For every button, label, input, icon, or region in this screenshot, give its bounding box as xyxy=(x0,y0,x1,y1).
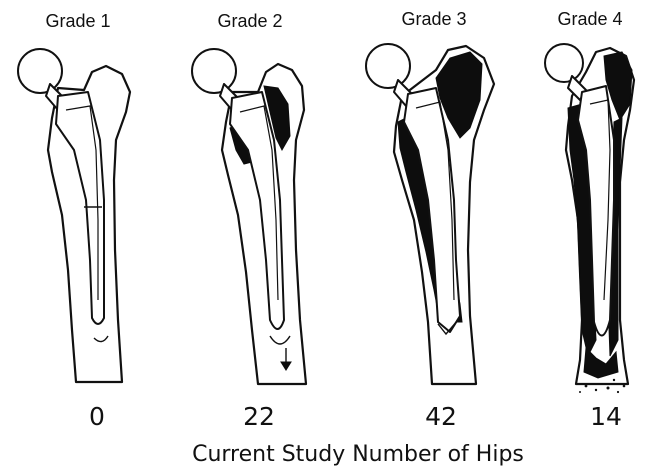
grade-2-title: Grade 2 xyxy=(217,11,282,31)
grade-3-femur-drawing xyxy=(366,44,494,384)
grade-3-hip-count: 42 xyxy=(425,402,457,431)
footer-caption: Current Study Number of Hips xyxy=(192,442,524,467)
grade-1-title: Grade 1 xyxy=(45,11,110,31)
grade-4-title: Grade 4 xyxy=(557,9,622,29)
grade-3-title: Grade 3 xyxy=(401,9,466,29)
grade-1-femur-drawing xyxy=(18,49,130,382)
grade-4-hip-count: 14 xyxy=(590,402,622,431)
grade-1-hip-count: 0 xyxy=(89,402,105,431)
grade-2-hip-count: 22 xyxy=(243,402,275,431)
grade-4-femur-drawing xyxy=(545,44,634,393)
grade-2-femur-drawing xyxy=(192,49,306,384)
